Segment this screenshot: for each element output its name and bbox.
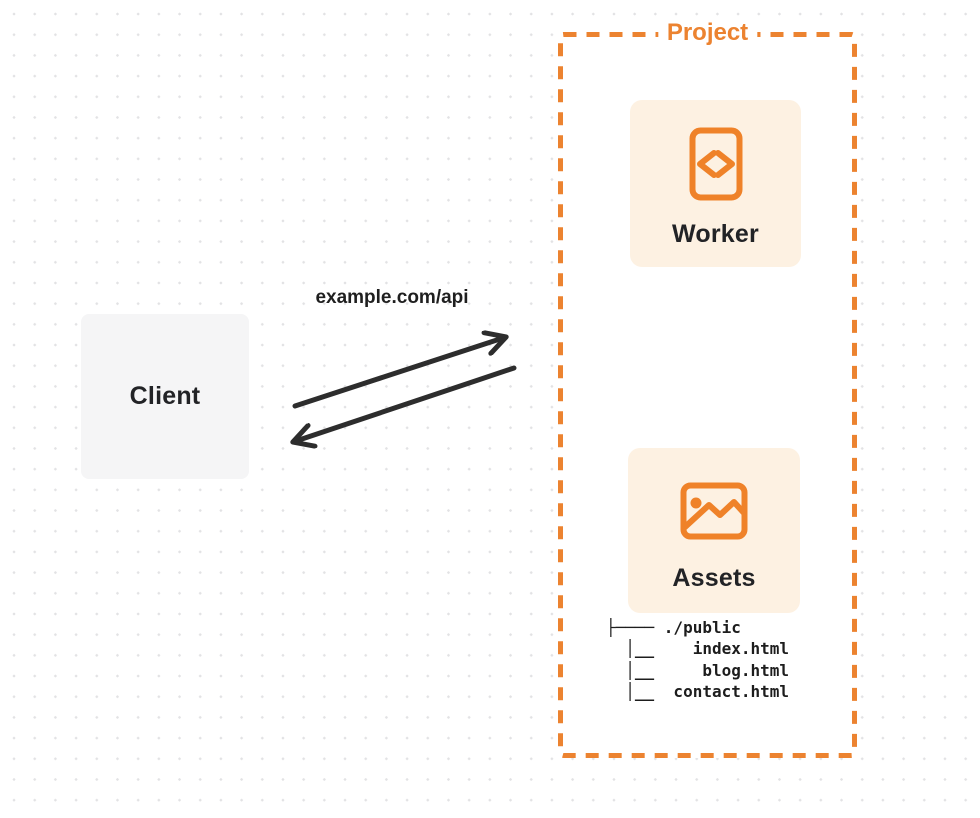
worker-node: Worker — [630, 100, 801, 267]
image-icon — [680, 482, 748, 540]
assets-label: Assets — [672, 564, 756, 592]
code-icon — [689, 127, 742, 201]
response-arrow — [296, 365, 517, 441]
client-node: Client — [81, 314, 249, 479]
assets-file-tree: ├──── ./public │__ index.html │__ blog.h… — [606, 618, 790, 701]
request-arrow — [292, 338, 503, 409]
assets-node: Assets — [628, 448, 800, 613]
client-label: Client — [129, 382, 201, 410]
project-label: Project — [657, 19, 758, 47]
project-boundary: Project Worker Assets ├──── ./public │__… — [558, 19, 857, 758]
worker-label: Worker — [672, 220, 759, 248]
request-url-label: example.com/api — [315, 287, 469, 308]
